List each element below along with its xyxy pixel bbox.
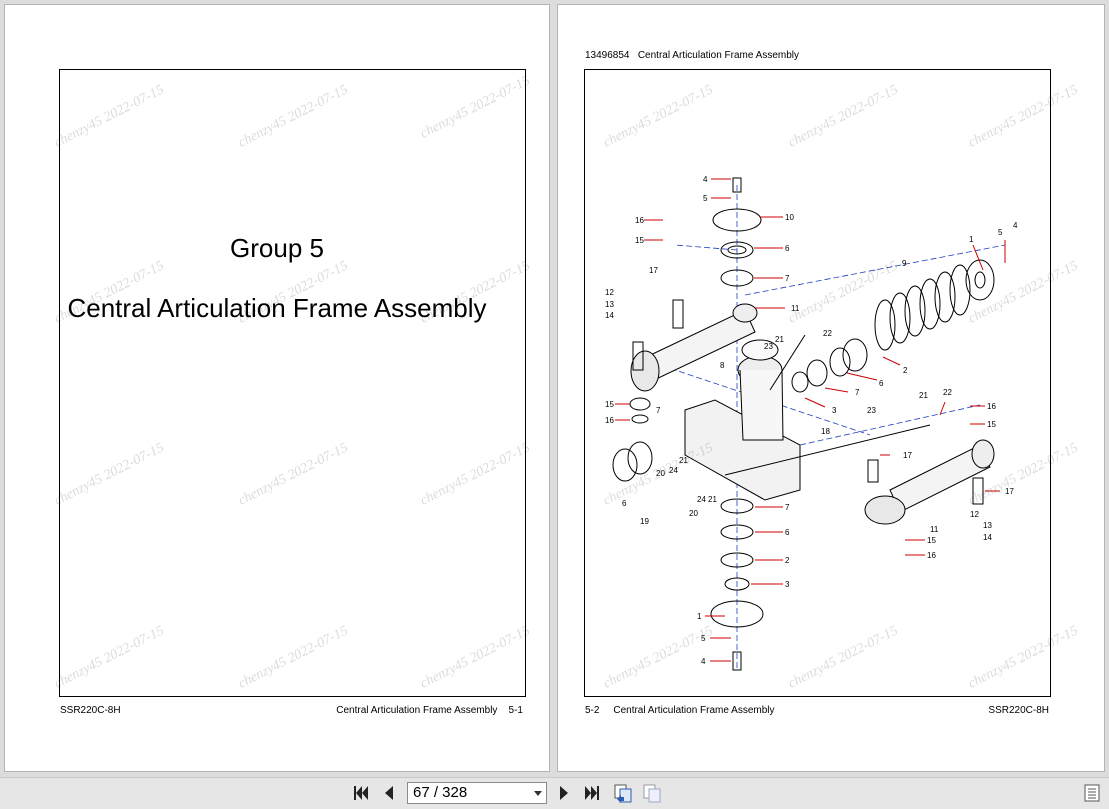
- left-page-frame: [59, 69, 526, 697]
- callout-label: 20: [656, 469, 665, 478]
- previous-page-icon[interactable]: [378, 782, 400, 804]
- left-footer-model: SSR220C-8H: [60, 705, 121, 716]
- last-page-icon[interactable]: [581, 782, 603, 804]
- callout-label: 22: [943, 388, 952, 397]
- page-indicator: 67 / 328: [413, 784, 468, 801]
- callout-label: 23: [867, 406, 876, 415]
- callout-label: 21: [775, 335, 784, 344]
- callout-label: 6: [785, 528, 790, 537]
- callout-label: 17: [1005, 487, 1014, 496]
- callout-label: 19: [640, 517, 649, 526]
- section-title: Central Articulation Frame Assembly: [67, 293, 487, 323]
- callout-label: 14: [983, 533, 992, 542]
- callout-label: 12: [605, 288, 614, 297]
- callout-label: 1: [697, 612, 702, 621]
- callout-label: 7: [656, 406, 661, 415]
- callout-label: 13: [983, 521, 992, 530]
- callout-label: 9: [902, 259, 907, 268]
- first-page-icon[interactable]: [350, 782, 372, 804]
- callout-label: 6: [622, 499, 627, 508]
- callout-label: 11: [930, 525, 939, 534]
- callout-label: 3: [785, 580, 790, 589]
- left-footer-page: Central Articulation Frame Assembly 5-1: [336, 705, 523, 716]
- callout-label: 17: [903, 451, 912, 460]
- right-page-frame: [584, 69, 1051, 697]
- chevron-down-icon: [534, 791, 542, 796]
- callout-label: 24: [697, 495, 706, 504]
- callout-label: 6: [785, 244, 790, 253]
- callout-label: 21: [919, 391, 928, 400]
- callout-label: 7: [785, 503, 790, 512]
- callout-label: 2: [903, 366, 908, 375]
- callout-label: 22: [823, 329, 832, 338]
- right-page: 13496854 Central Articulation Frame Asse…: [557, 4, 1105, 772]
- double-page-view-icon[interactable]: [641, 782, 663, 804]
- callout-label: 5: [703, 194, 708, 203]
- callout-label: 15: [927, 536, 936, 545]
- callout-label: 13: [605, 300, 614, 309]
- callout-label: 15: [987, 420, 996, 429]
- callout-label: 16: [605, 416, 614, 425]
- callout-label: 7: [785, 274, 790, 283]
- callout-label: 4: [703, 175, 708, 184]
- callout-label: 21: [708, 495, 717, 504]
- callout-label: 3: [832, 406, 837, 415]
- callout-label: 5: [998, 228, 1003, 237]
- left-page: Group 5 Central Articulation Frame Assem…: [4, 4, 550, 772]
- navigation-toolbar: 67 / 328: [0, 777, 1109, 809]
- callout-label: 5: [701, 634, 706, 643]
- callout-label: 4: [1013, 221, 1018, 230]
- callout-label: 18: [821, 427, 830, 436]
- group-title: Group 5: [230, 233, 324, 263]
- callout-label: 11: [791, 304, 800, 313]
- right-footer-page: 5-2 Central Articulation Frame Assembly: [585, 705, 775, 716]
- thumbnails-icon[interactable]: [1081, 782, 1103, 804]
- callout-label: 4: [701, 657, 706, 666]
- callout-label: 7: [855, 388, 860, 397]
- exploded-parts-diagram: 4 5 10 6 7 16 15 17 12 13 14 11 9 1 5 4 …: [605, 175, 1018, 671]
- callout-label: 12: [970, 510, 979, 519]
- page-number-select[interactable]: 67 / 328: [407, 782, 547, 804]
- callout-label: 6: [879, 379, 884, 388]
- next-page-icon[interactable]: [553, 782, 575, 804]
- callout-label: 16: [987, 402, 996, 411]
- callout-label: 20: [689, 509, 698, 518]
- right-page-header: 13496854 Central Articulation Frame Asse…: [585, 50, 799, 61]
- single-page-view-icon[interactable]: [612, 782, 634, 804]
- callout-label: 2: [785, 556, 790, 565]
- callout-label: 24: [669, 466, 678, 475]
- callout-label: 1: [969, 235, 974, 244]
- callout-label: 17: [649, 266, 658, 275]
- callout-label: 14: [605, 311, 614, 320]
- callout-label: 15: [635, 236, 644, 245]
- callout-label: 10: [785, 213, 794, 222]
- callout-label: 16: [927, 551, 936, 560]
- callout-label: 23: [764, 342, 773, 351]
- callout-label: 8: [720, 361, 725, 370]
- callout-label: 21: [679, 456, 688, 465]
- callout-label: 15: [605, 400, 614, 409]
- callout-label: 16: [635, 216, 644, 225]
- right-footer-model: SSR220C-8H: [988, 705, 1049, 716]
